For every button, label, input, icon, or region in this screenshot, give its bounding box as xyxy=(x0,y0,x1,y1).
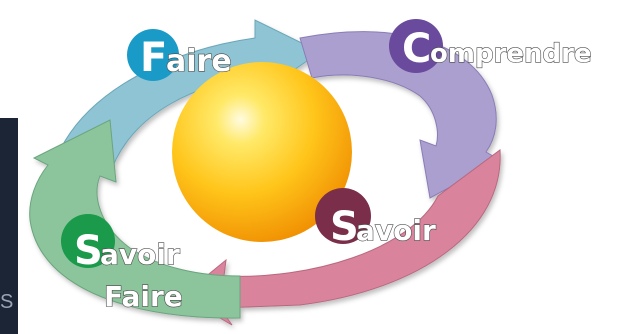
badge-savoir-faire xyxy=(61,214,115,268)
label-comprendre-rest: omprendre xyxy=(430,39,592,69)
label-faire-rest: aire xyxy=(166,44,232,79)
label-faire-initial: F xyxy=(140,35,167,81)
label-savoir-faire-initial: S xyxy=(74,228,103,274)
label-savoir-rest: avoir xyxy=(356,214,436,247)
arrow-savoir-faire xyxy=(29,119,241,319)
arrow-savoir xyxy=(181,149,501,326)
label-comprendre-initial: C xyxy=(402,26,431,72)
arrow-faire xyxy=(59,19,321,169)
badge-savoir xyxy=(315,188,371,244)
badge-faire xyxy=(127,29,179,81)
left-dark-panel xyxy=(0,118,18,334)
label-savoir-faire-line2: Faire xyxy=(104,280,183,313)
left-panel-letter: S xyxy=(0,291,13,313)
badge-comprendre xyxy=(389,19,443,73)
label-savoir-faire-rest: avoir xyxy=(100,238,180,271)
sun-sphere xyxy=(172,62,352,242)
label-savoir-initial: S xyxy=(330,204,359,250)
